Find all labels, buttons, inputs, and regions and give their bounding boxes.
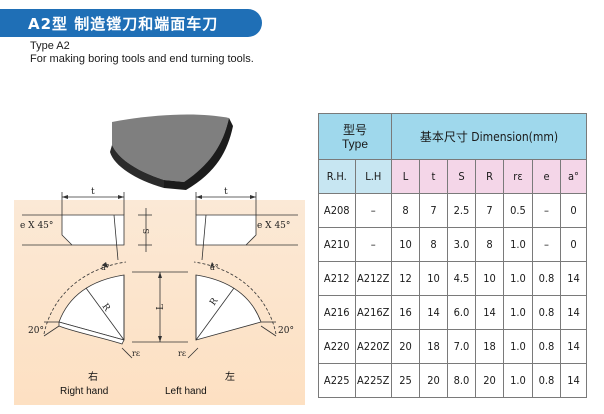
table-cell: 14 xyxy=(560,363,587,398)
table-cell: 0.8 xyxy=(532,329,561,364)
re-left-label: rε xyxy=(132,349,140,358)
table-cell: 0.8 xyxy=(532,295,561,330)
table-cell: 8 xyxy=(419,227,448,262)
col-header-s: S xyxy=(447,159,476,194)
table-cell: – xyxy=(532,227,561,262)
right-hand-label: Right hand xyxy=(60,386,108,397)
table-cell: 14 xyxy=(560,295,587,330)
table-cell: 3.0 xyxy=(447,227,476,262)
col-header-re: rε xyxy=(503,159,533,194)
chamfer-left-label: e X 45° xyxy=(20,221,53,231)
table-cell: 6.0 xyxy=(447,295,476,330)
type-header-en: Type xyxy=(341,136,368,151)
table-cell: 7.0 xyxy=(447,329,476,364)
table-cell: A220 xyxy=(318,329,356,364)
table-cell: 1.0 xyxy=(503,227,533,262)
table-cell: 10 xyxy=(391,227,420,262)
table-cell: 14 xyxy=(560,261,587,296)
dim-t-right-label: t xyxy=(224,187,228,197)
table-cell: 4.5 xyxy=(447,261,476,296)
table-cell: A216Z xyxy=(354,295,392,330)
dimension-header: 基本尺寸 Dimension(mm) xyxy=(391,113,587,160)
table-cell: 14 xyxy=(419,295,448,330)
table-row: A208 – 8 7 2.5 7 0.5 – 0 xyxy=(318,193,587,228)
table-cell: 1.0 xyxy=(503,295,533,330)
table-cell: 7 xyxy=(475,193,504,228)
dim-a-right-label: a° xyxy=(210,263,219,272)
col-header-rh: R.H. xyxy=(318,159,356,194)
table-cell: 10 xyxy=(419,261,448,296)
table-cell: A212 xyxy=(318,261,356,296)
re-right-label: rε xyxy=(178,349,186,358)
table-cell: – xyxy=(532,193,561,228)
table-cell: 1.0 xyxy=(503,329,533,364)
table-cell: 12 xyxy=(391,261,420,296)
table-cell: 0.8 xyxy=(532,363,561,398)
table-cell: A216 xyxy=(318,295,356,330)
table-cell: 20 xyxy=(419,363,448,398)
col-header-t: t xyxy=(419,159,448,194)
table-row: A212 A212Z 12 10 4.5 10 1.0 0.8 14 xyxy=(318,261,587,296)
table-cell: 10 xyxy=(475,261,504,296)
dim-t-left-label: t xyxy=(91,187,95,197)
table-cell: 1.0 xyxy=(503,261,533,296)
table-cell: 20 xyxy=(475,363,504,398)
table-cell: 0.5 xyxy=(503,193,533,228)
table-cell: 20 xyxy=(391,329,420,364)
col-header-lh: L.H xyxy=(354,159,392,194)
table-cell: 0 xyxy=(560,227,587,262)
table-cell: 2.5 xyxy=(447,193,476,228)
dim-s-label: S xyxy=(142,229,151,234)
table-cell: A225Z xyxy=(354,363,392,398)
table-cell: 18 xyxy=(419,329,448,364)
table-cell: 7 xyxy=(419,193,448,228)
dim-l-label: L xyxy=(156,304,166,310)
table-cell: A220Z xyxy=(354,329,392,364)
table-cell: A210 xyxy=(318,227,356,262)
table-cell: 18 xyxy=(475,329,504,364)
table-cell: A212Z xyxy=(354,261,392,296)
table-cell: 0.8 xyxy=(532,261,561,296)
dim-r-left-label: R xyxy=(100,302,112,313)
left-hand-label: Left hand xyxy=(165,386,207,397)
col-header-e: e xyxy=(532,159,561,194)
dimension-table: 型号 Type 基本尺寸 Dimension(mm) R.H. L.H L t … xyxy=(318,113,587,398)
table-cell: 8 xyxy=(391,193,420,228)
col-header-a: a° xyxy=(560,159,587,194)
blank-3d-render xyxy=(110,114,233,190)
angle-right-label: 20° xyxy=(278,326,294,336)
table-row: A225 A225Z 25 20 8.0 20 1.0 0.8 14 xyxy=(318,363,587,398)
table-row: A210 – 10 8 3.0 8 1.0 – 0 xyxy=(318,227,587,262)
table-cell: – xyxy=(354,227,392,262)
type-header: 型号 Type xyxy=(318,113,392,160)
left-hand-cn-label: 左 xyxy=(225,370,235,383)
table-row: A220 A220Z 20 18 7.0 18 1.0 0.8 14 xyxy=(318,329,587,364)
table-cell: 16 xyxy=(391,295,420,330)
section-header-bar xyxy=(0,9,262,37)
table-cell: 14 xyxy=(475,295,504,330)
right-hand-cn-label: 右 xyxy=(88,370,98,383)
description-subtitle: For making boring tools and end turning … xyxy=(30,53,254,65)
table-cell: A208 xyxy=(318,193,356,228)
type-header-cn: 型号 xyxy=(342,122,367,137)
table-cell: 1.0 xyxy=(503,363,533,398)
table-cell: 25 xyxy=(391,363,420,398)
table-cell: 8 xyxy=(475,227,504,262)
table-row: A216 A216Z 16 14 6.0 14 1.0 0.8 14 xyxy=(318,295,587,330)
col-header-l: L xyxy=(391,159,420,194)
tool-blank-illustration: t t e X 45° e X 45° S a° a° R R L 20° 20… xyxy=(20,114,298,397)
table-cell: A225 xyxy=(318,363,356,398)
col-header-r: R xyxy=(475,159,504,194)
type-subtitle: Type A2 xyxy=(30,40,70,52)
table-cell: – xyxy=(354,193,392,228)
section-title: A2型 制造镗刀和端面车刀 xyxy=(28,15,219,33)
table-cell: 8.0 xyxy=(447,363,476,398)
dim-a-left-label: a° xyxy=(101,263,110,272)
table-cell: 0 xyxy=(560,193,587,228)
angle-left-label: 20° xyxy=(28,326,44,336)
chamfer-right-label: e X 45° xyxy=(257,221,290,231)
dim-r-right-label: R xyxy=(208,296,220,307)
table-cell: 14 xyxy=(560,329,587,364)
